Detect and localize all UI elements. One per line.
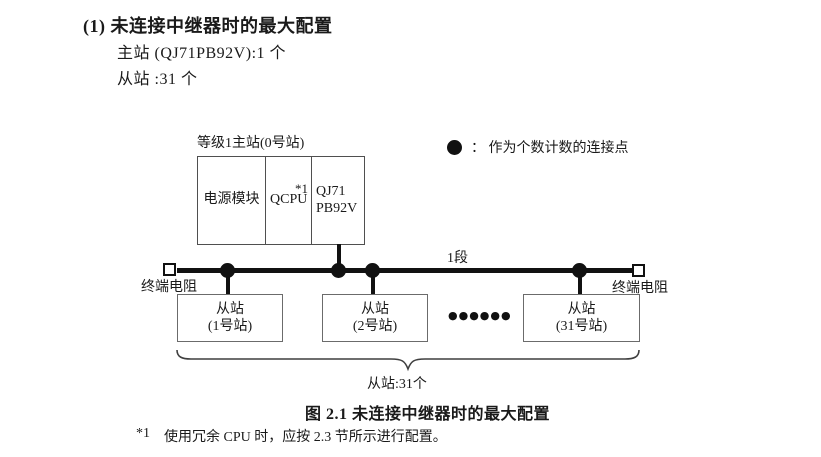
figure-caption: 图 2.1 未连接中继器时的最大配置 — [305, 406, 551, 423]
connection-point-dot-icon — [447, 139, 462, 155]
slave2-label-line2: (2号站) — [352, 319, 398, 334]
connection-dot-icon — [220, 263, 235, 278]
segment-label: 1段 — [447, 251, 468, 266]
terminating-resistor-left-label: 终端电阻 — [141, 280, 197, 295]
continuation-dots-icon: ●●●●●● — [448, 309, 512, 322]
module-qcpu-label: QCPU — [270, 192, 308, 208]
footnote: *1 使用冗余 CPU 时，应按 2.3 节所示进行配置。 — [136, 426, 447, 446]
connection-dot-icon — [365, 263, 380, 278]
slave-station-box-1: 从站 (1号站) — [177, 294, 283, 342]
bus-line — [177, 268, 633, 273]
master-count-line: 主站 (QJ71PB92V):1 个 — [117, 45, 287, 62]
slave-total-label: 从站:31个 — [367, 377, 427, 392]
footnote-marker: *1 — [136, 426, 150, 441]
master-station-box: 电源模块 *1 QCPU QJ71 PB92V — [197, 156, 365, 245]
module-pb92v-label-line2: PB92V — [316, 200, 358, 216]
module-pb92v-label-line1: QJ71 — [316, 184, 346, 200]
slave31-label-line1: 从站 — [567, 301, 596, 317]
slave31-label-line2: (31号站) — [555, 319, 608, 334]
slave2-drop-line — [371, 270, 375, 295]
slave1-label-line2: (1号站) — [207, 319, 253, 334]
slave31-drop-line — [578, 270, 582, 295]
slave-station-box-2: 从站 (2号站) — [322, 294, 428, 342]
module-qcpu: *1 QCPU — [266, 157, 312, 244]
connection-dot-icon — [572, 263, 587, 278]
brace-icon — [176, 349, 640, 372]
terminating-resistor-right-label: 终端电阻 — [612, 281, 668, 296]
slave-count-line: 从站 :31 个 — [117, 71, 198, 88]
slave2-label-line1: 从站 — [361, 301, 389, 317]
legend-text: ： 作为个数计数的连接点 — [471, 141, 629, 156]
module-power-supply-label: 电源模块 — [203, 192, 260, 208]
module-pb92v: QJ71 PB92V — [312, 157, 364, 244]
terminating-resistor-right-icon — [632, 264, 645, 277]
master-station-label: 等级1主站(0号站) — [197, 136, 305, 151]
master-drop-line — [337, 244, 341, 270]
qcpu-footnote-marker: *1 — [295, 181, 308, 196]
slave1-drop-line — [226, 270, 230, 295]
legend: ： 作为个数计数的连接点 — [447, 137, 629, 157]
module-power-supply: 电源模块 — [198, 157, 266, 244]
connection-dot-icon — [331, 263, 346, 278]
footnote-text: 使用冗余 CPU 时，应按 2.3 节所示进行配置。 — [164, 430, 447, 445]
slave1-label-line1: 从站 — [216, 301, 244, 317]
terminating-resistor-left-icon — [163, 263, 176, 276]
slave-station-box-31: 从站 (31号站) — [523, 294, 640, 342]
page-heading: (1) 未连接中继器时的最大配置 — [83, 16, 333, 36]
